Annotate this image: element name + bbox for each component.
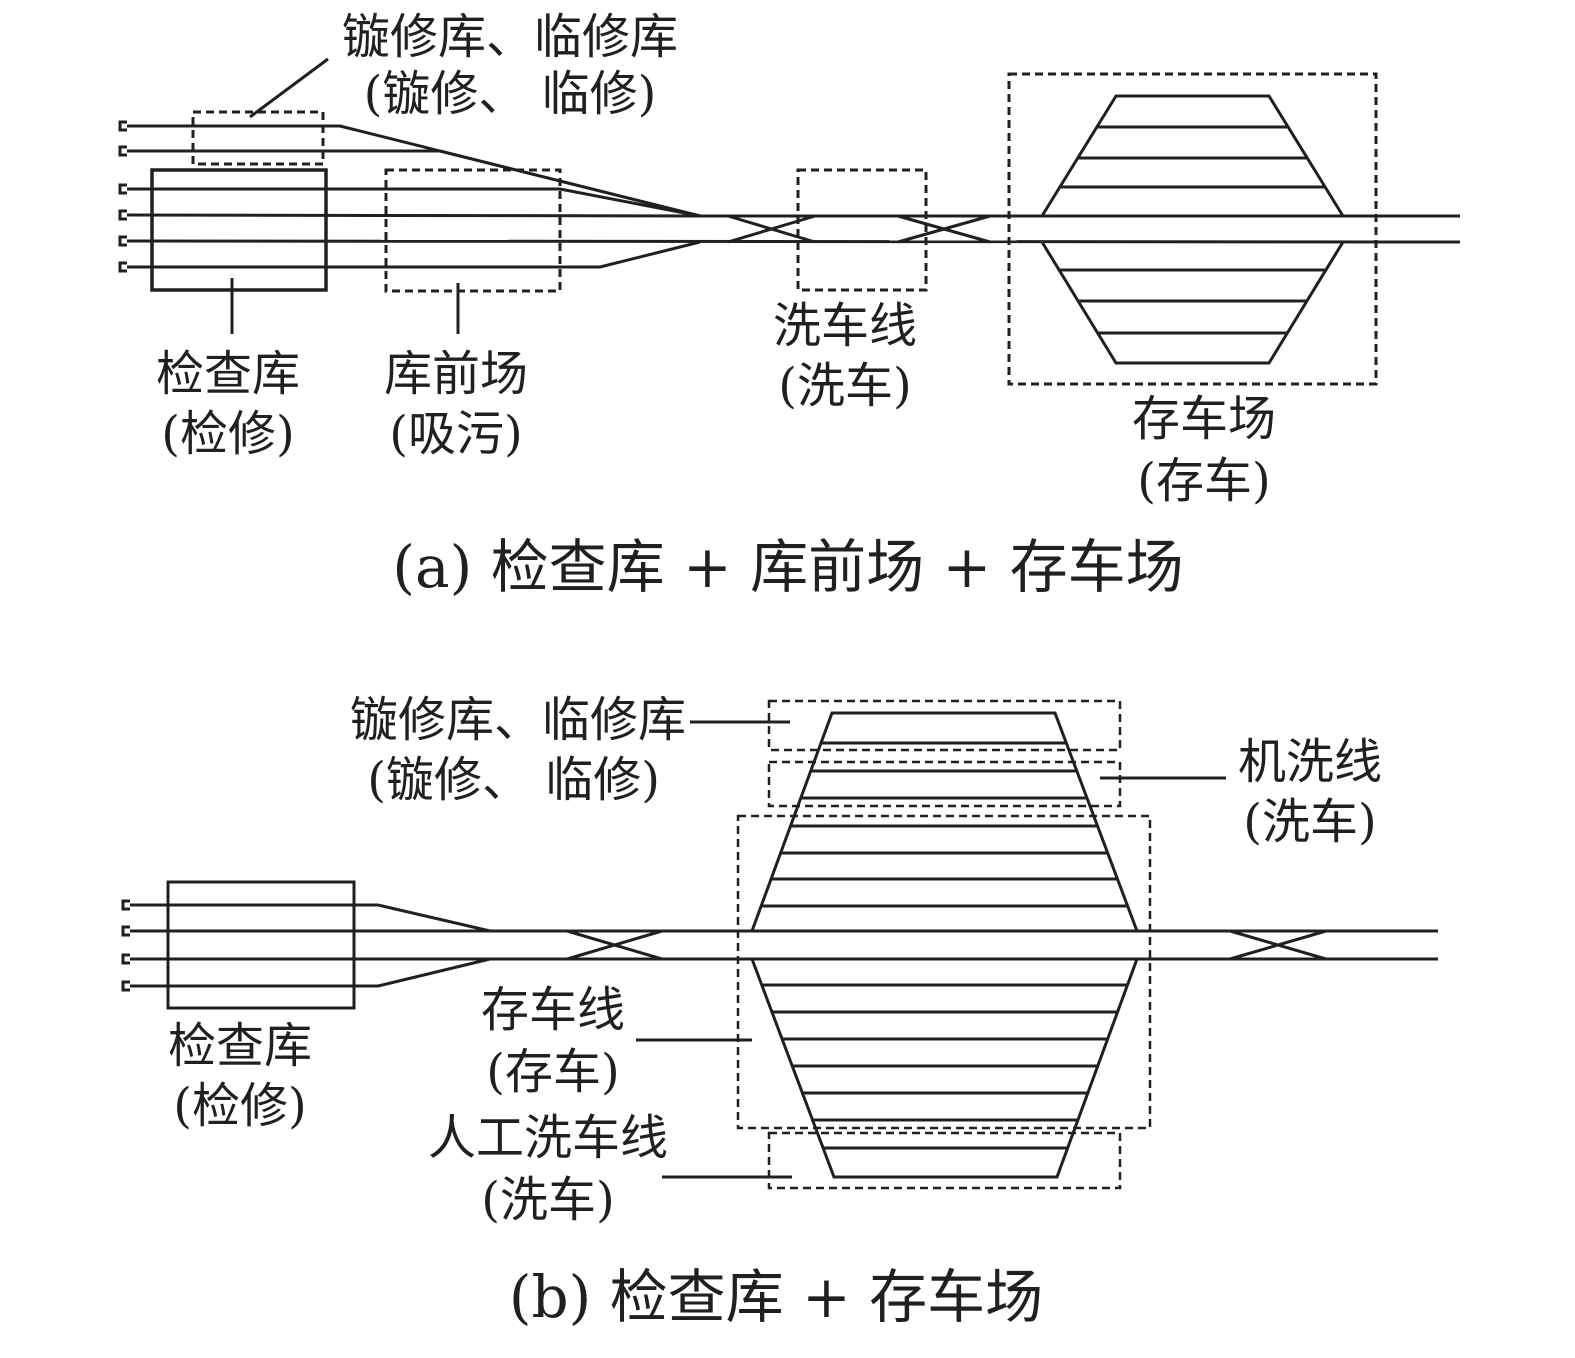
washing-line-box xyxy=(796,168,928,292)
storage-line-box xyxy=(736,814,1152,1130)
track-stop xyxy=(118,183,127,195)
machine-wash-name: 机洗线 xyxy=(1237,734,1383,790)
track-line xyxy=(126,239,1461,244)
track-stop xyxy=(118,145,127,157)
storage-line-fan xyxy=(750,711,1139,1179)
manual-wash-box xyxy=(767,1131,1122,1190)
inspection-shed-box xyxy=(166,880,356,1010)
track-line xyxy=(130,957,491,988)
front-yard-name: 库前场 xyxy=(383,346,529,402)
inspection-shed-name: 检查库 xyxy=(155,346,301,402)
caption-a: (a) 检查库 + 库前场 + 存车场 xyxy=(392,533,1184,601)
diagram-b-tracks xyxy=(121,899,1438,992)
track-line xyxy=(126,213,701,218)
track-stop xyxy=(118,120,127,132)
plating-shed-box xyxy=(191,110,325,166)
inspection-shed-name: 检查库 xyxy=(167,1018,313,1074)
crossover xyxy=(566,929,663,961)
track-stop xyxy=(121,953,130,965)
plating-shed-name: 镟修库、临修库 xyxy=(349,692,686,748)
crossover xyxy=(1229,929,1327,961)
storage-line-name: 存车线 xyxy=(480,982,626,1038)
inspection-shed-function: (检修) xyxy=(161,406,295,462)
track-stop xyxy=(121,980,130,992)
manual-wash-name: 人工洗车线 xyxy=(427,1110,669,1166)
caption-b: (b) 检查库 + 存车场 xyxy=(508,1263,1044,1331)
storage-yard-box xyxy=(1007,72,1378,386)
diagram-a-tracks xyxy=(118,120,1461,273)
crossover xyxy=(727,214,816,244)
front-yard-box xyxy=(384,168,562,293)
plating-shed-box xyxy=(767,699,1122,752)
storage-yard-fan xyxy=(1040,94,1345,365)
track-stop xyxy=(118,209,127,221)
plating-shed-name: 镟修库、临修库 xyxy=(341,9,679,65)
storage-yard-name: 存车场 xyxy=(1131,391,1277,447)
plating-shed-function: (镟修、 临修) xyxy=(367,752,660,808)
inspection-shed-function: (检修) xyxy=(173,1078,307,1134)
track-line xyxy=(127,149,701,218)
machine-wash-function: (洗车) xyxy=(1243,794,1377,850)
plating-shed-function: (镟修、 临修) xyxy=(363,66,657,122)
leader-line xyxy=(249,57,329,119)
track-stop xyxy=(121,899,130,911)
machine-wash-box xyxy=(767,760,1122,808)
track-line xyxy=(127,240,701,269)
track-stop xyxy=(118,235,127,247)
track-line xyxy=(130,903,1438,933)
front-yard-function: (吸污) xyxy=(389,406,523,462)
manual-wash-function: (洗车) xyxy=(481,1172,615,1228)
washing-line-function: (洗车) xyxy=(778,358,912,414)
track-stop xyxy=(121,925,130,937)
storage-yard-function: (存车) xyxy=(1137,453,1271,509)
storage-line-function: (存车) xyxy=(486,1044,620,1100)
track-stop xyxy=(118,261,127,273)
crossover xyxy=(897,214,991,244)
inspection-shed-box xyxy=(150,168,328,292)
washing-line-name: 洗车线 xyxy=(772,298,918,354)
track-line xyxy=(127,187,701,218)
